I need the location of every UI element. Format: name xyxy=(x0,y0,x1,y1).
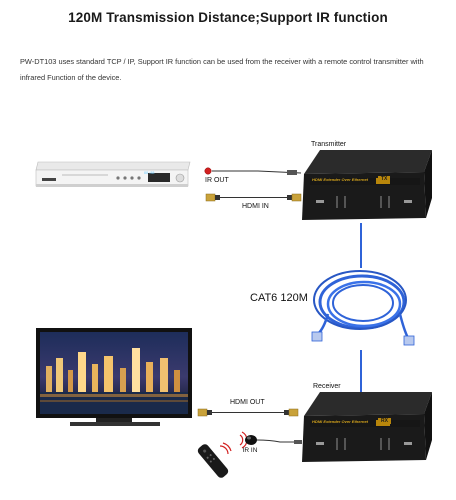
cable-label: CAT6 120M xyxy=(250,292,308,304)
tx-tag: TX xyxy=(378,176,391,182)
television xyxy=(36,328,196,430)
remote-control xyxy=(190,438,236,484)
dvd-player xyxy=(32,160,194,190)
transmitter-device xyxy=(296,148,434,223)
hdmi-out-label: HDMI OUT xyxy=(230,399,265,406)
ir-out-label: IR OUT xyxy=(205,177,229,184)
link-line-top xyxy=(360,223,362,268)
description-text: PW-DT103 uses standard TCP / IP, Support… xyxy=(20,57,424,82)
player-display: 88:88 xyxy=(144,171,155,175)
transmitter-front-text: HDMI Extender Over Ethernet xyxy=(312,177,369,182)
receiver-front-text: HDMI Extender Over Ethernet xyxy=(312,419,369,424)
cat6-cable-coil xyxy=(310,262,420,362)
ir-receiver-sensor xyxy=(236,428,306,454)
link-line-bottom xyxy=(360,350,362,392)
ir-emitter-cable xyxy=(203,164,303,184)
hdmi-in-label: HDMI IN xyxy=(242,203,269,210)
hdmi-out-cable xyxy=(196,405,300,421)
ir-in-label: IR IN xyxy=(242,447,258,454)
receiver-device xyxy=(296,390,434,464)
receiver-label: Receiver xyxy=(313,383,341,390)
rx-tag: RX xyxy=(378,418,391,424)
page-title: 120M Transmission Distance;Support IR fu… xyxy=(68,10,388,25)
hdmi-in-cable xyxy=(203,190,303,206)
transmitter-label: Transmitter xyxy=(311,141,347,148)
